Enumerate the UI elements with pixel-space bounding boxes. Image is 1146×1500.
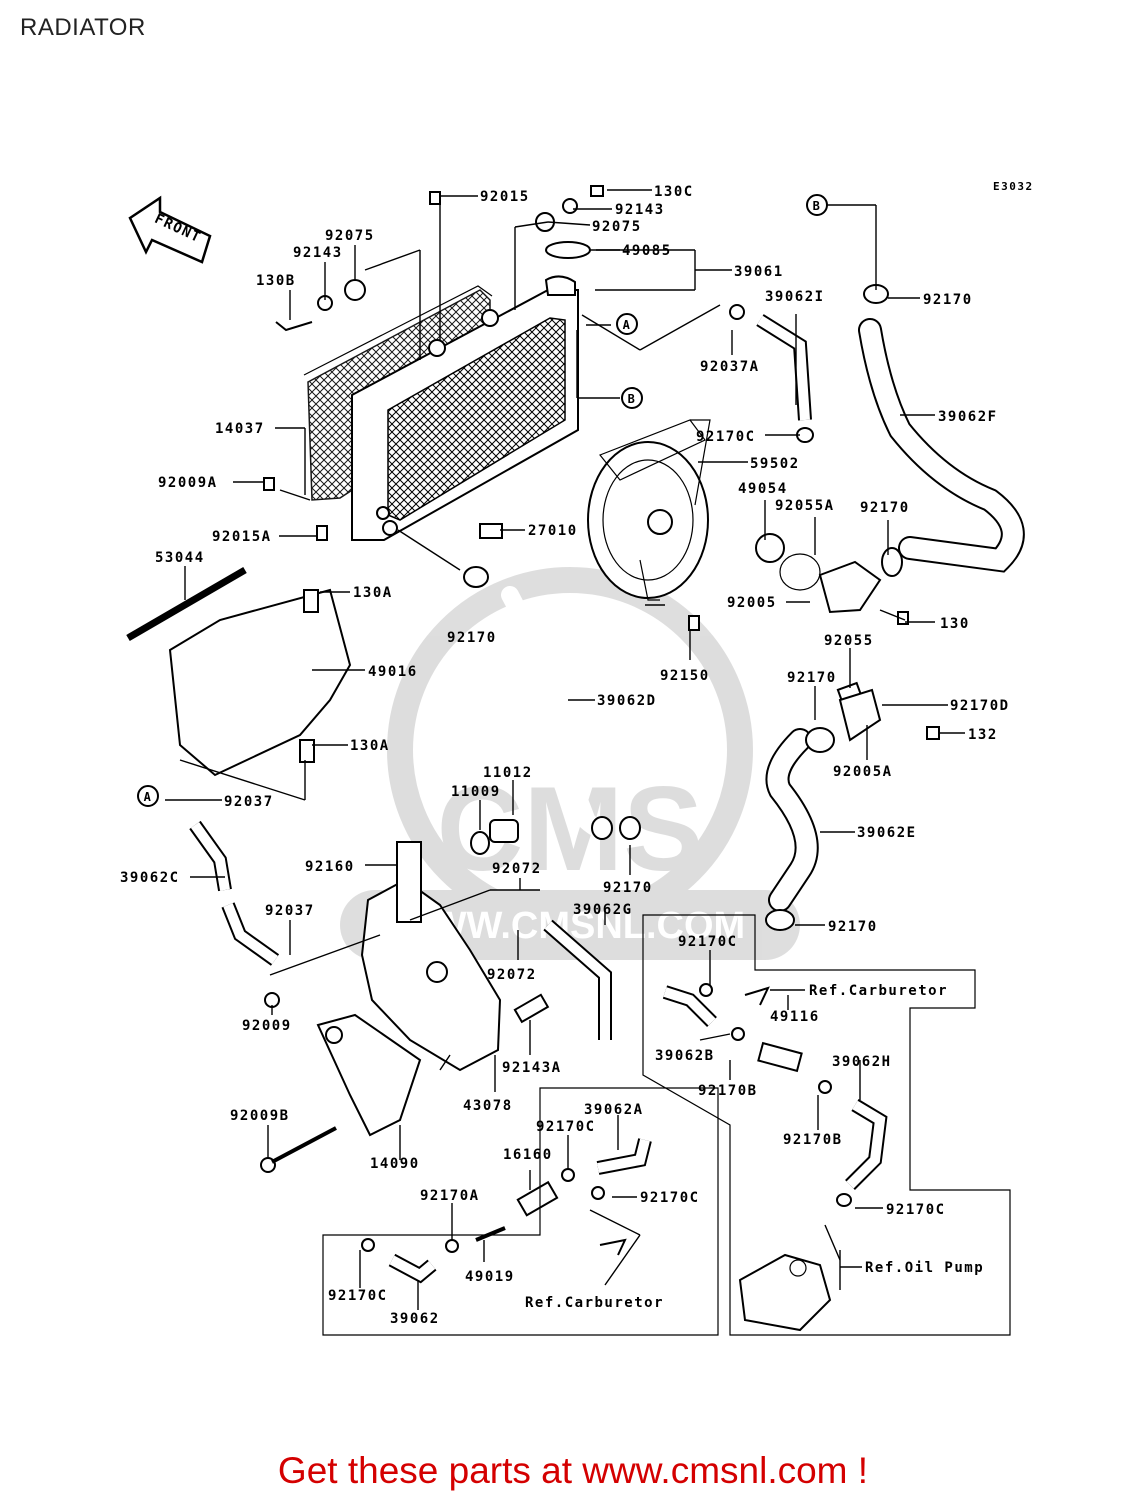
part-label-ref-carburetor-2: Ref.Carburetor [525,1295,664,1311]
part-label-92170-tr: 92170 [923,292,973,308]
part-label-92075-top: 92075 [592,219,642,235]
part-label-14090: 14090 [370,1156,420,1172]
part-label-39062i: 39062I [765,289,825,305]
stay-rod [126,566,247,642]
part-label-92160: 92160 [305,859,355,875]
part-label-92037-b: 92037 [265,903,315,919]
part-label-130a-1: 130A [353,585,393,601]
part-label-16160: 16160 [503,1147,553,1163]
part-label-92143-top: 92143 [615,202,665,218]
part-label-ref-carburetor-1: Ref.Carburetor [809,983,948,999]
front-arrow-icon: FRONT [128,195,212,264]
small-fittings [260,284,940,1332]
group-box-right [642,914,1011,1336]
radiator-shroud [168,588,352,777]
part-label-130a-2: 130A [350,738,390,754]
part-label-92037-a: 92037 [224,794,274,810]
part-label-130: 130 [940,616,970,632]
marker-a-2: A [137,785,159,807]
part-label-92170c-b: 92170C [678,934,738,950]
part-label-14037: 14037 [215,421,265,437]
cooling-fan [587,419,711,601]
part-label-39062g: 39062G [573,902,633,918]
part-label-53044: 53044 [155,550,205,566]
radiator-core [351,275,579,541]
part-label-92170-b: 92170 [860,500,910,516]
page-title: RADIATOR [20,14,146,41]
part-label-39062e: 39062E [857,825,917,841]
part-label-92170-f: 92170 [828,919,878,935]
part-label-92170c-a: 92170C [696,429,756,445]
part-label-92005a: 92005A [833,764,893,780]
part-label-27010: 27010 [528,523,578,539]
part-label-92170b-b: 92170B [783,1132,843,1148]
part-label-39062f: 39062F [938,409,998,425]
part-label-49019: 49019 [465,1269,515,1285]
part-label-49116: 49116 [770,1009,820,1025]
part-label-92143: 92143 [293,245,343,261]
group-box-bottom [322,1087,719,1336]
part-label-92005: 92005 [727,595,777,611]
part-label-92170a: 92170A [420,1188,480,1204]
marker-a-1: A [616,313,638,335]
part-label-92075: 92075 [325,228,375,244]
part-label-39062: 39062 [390,1311,440,1327]
part-label-39062c: 39062C [120,870,180,886]
part-label-130c: 130C [654,184,694,200]
part-label-11012: 11012 [483,765,533,781]
part-label-92072-a: 92072 [492,861,542,877]
part-label-92015a: 92015A [212,529,272,545]
part-label-132: 132 [968,727,998,743]
part-label-92015: 92015 [480,189,530,205]
coolant-hoses [189,314,1025,1284]
part-label-39062a: 39062A [584,1102,644,1118]
part-label-92150: 92150 [660,668,710,684]
part-label-92170c-d: 92170C [640,1190,700,1206]
reserve-tank [316,841,550,1137]
part-label-59502: 59502 [750,456,800,472]
part-label-92055a: 92055A [775,498,835,514]
svg-text:A: A [623,318,632,332]
svg-text:B: B [628,392,637,406]
part-label-92170b-a: 92170B [698,1083,758,1099]
part-label-43078: 43078 [463,1098,513,1114]
part-label-ref-oil-pump: Ref.Oil Pump [865,1260,984,1276]
marker-b-1: B [621,387,643,409]
part-label-39062d: 39062D [597,693,657,709]
part-label-49054: 49054 [738,481,788,497]
part-label-39061: 39061 [734,264,784,280]
part-label-39062h: 39062H [832,1054,892,1070]
svg-text:A: A [144,790,153,804]
part-label-92037a: 92037A [700,359,760,375]
part-label-92170-c: 92170 [447,630,497,646]
part-label-92009a: 92009A [158,475,218,491]
diagram-code: E3032 [993,180,1034,193]
part-label-49016: 49016 [368,664,418,680]
part-label-92143a: 92143A [502,1060,562,1076]
part-label-92170c-c: 92170C [536,1119,596,1135]
radiator-cap-hardware [263,185,604,541]
part-label-92055: 92055 [824,633,874,649]
part-label-92009: 92009 [242,1018,292,1034]
parts-diagram: CMS WWW.CMSNL.COM FRONT E3032 [120,180,1034,1336]
marker-b-2: B [806,194,828,216]
part-label-92170c-e: 92170C [886,1202,946,1218]
part-label-92009b: 92009B [230,1108,290,1124]
leader-lines [165,189,965,1310]
part-label-49085: 49085 [622,243,672,259]
part-label-130b: 130B [256,273,296,289]
part-label-11009: 11009 [451,784,501,800]
part-label-92170-d: 92170 [787,670,837,686]
promo-link[interactable]: Get these parts at www.cmsnl.com ! [277,1450,869,1491]
svg-text:B: B [813,199,822,213]
part-label-92170c-f: 92170C [328,1288,388,1304]
part-label-92072-b: 92072 [487,967,537,983]
thermostat-housing [755,533,903,753]
part-labels[interactable]: 130C 92015 92143 92075 92075 92143 130B … [120,184,1010,1327]
part-label-92170-e: 92170 [603,880,653,896]
part-label-39062b: 39062B [655,1048,715,1064]
part-label-92170d: 92170D [950,698,1010,714]
